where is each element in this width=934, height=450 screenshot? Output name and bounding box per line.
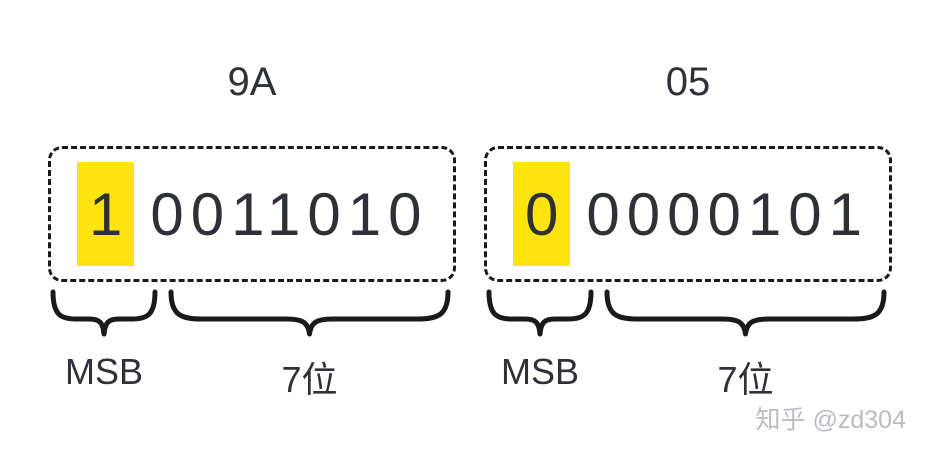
msb-label: MSB (500, 351, 579, 392)
data-bits: 0000101 (586, 180, 869, 248)
seven-bit-underbrace (604, 289, 887, 337)
seven-bit-label: 7位 (281, 359, 338, 400)
byte-panel-05: 05 0 0000101 MSB 7位 (484, 55, 892, 400)
msb-underbrace (50, 289, 158, 337)
watermark: 知乎 @zd304 (755, 406, 906, 434)
msb-bit: 1 (77, 162, 135, 266)
msb-bit: 0 (513, 162, 571, 266)
byte-panel-9a: 9A 1 0011010 MSB 7位 (48, 55, 456, 400)
seven-bit-label: 7位 (717, 359, 774, 400)
underbraces (48, 287, 456, 339)
data-bits: 0011010 (150, 180, 429, 248)
byte-box: 0 0000101 (484, 146, 892, 282)
seven-bit-underbrace (168, 289, 451, 337)
msb-underbrace (486, 289, 594, 337)
msb-label: MSB (64, 351, 143, 392)
labels-row: MSB 7位 (484, 351, 892, 400)
hex-label: 05 (665, 60, 711, 104)
underbraces (484, 287, 892, 339)
hex-label: 9A (227, 60, 277, 104)
labels-row: MSB 7位 (48, 351, 456, 400)
byte-box: 1 0011010 (48, 146, 456, 282)
